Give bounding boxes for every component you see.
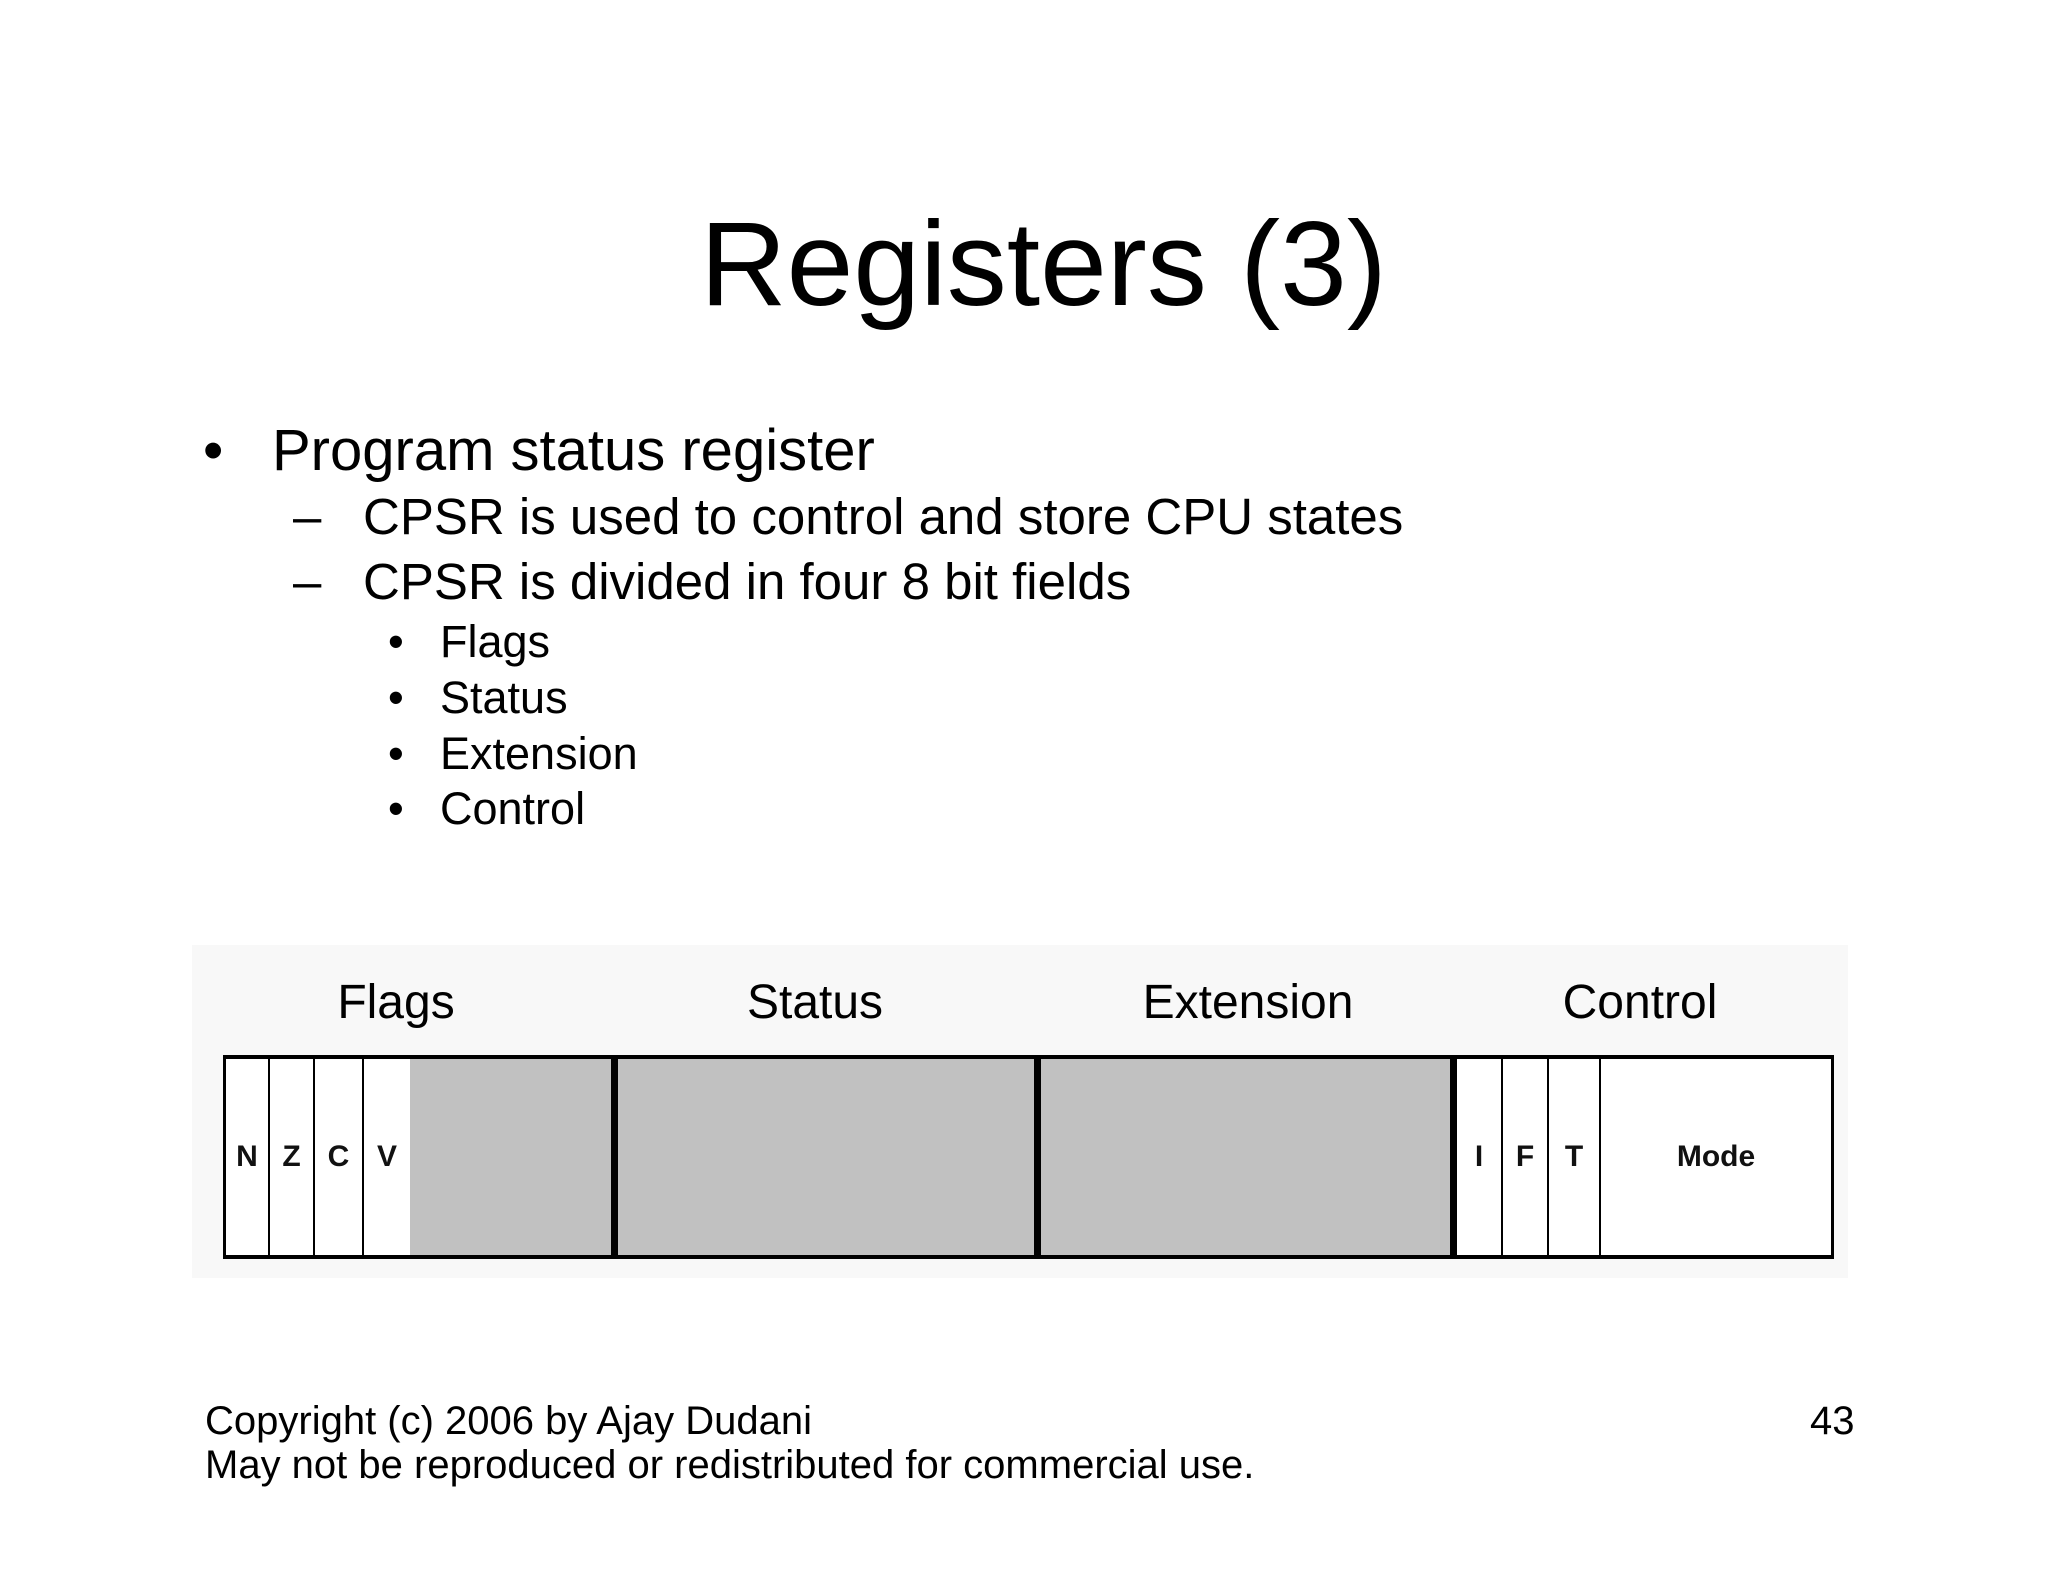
field-label-control: Control [1562, 976, 1718, 1029]
bullet-glyph: • [388, 728, 404, 779]
field-label-status: Status [746, 976, 884, 1029]
byte-divider [1450, 1057, 1457, 1257]
cell-separator [313, 1059, 315, 1255]
bullet-level2-1: CPSR is used to control and store CPU st… [363, 488, 1404, 545]
bullet-glyph: • [203, 418, 224, 483]
mode-cell: Mode [1676, 1140, 1756, 1173]
footer-copyright-line1: Copyright (c) 2006 by Ajay Dudani [205, 1399, 812, 1443]
cell-separator [362, 1059, 364, 1255]
bit-cell-t: T [1564, 1140, 1584, 1173]
dash-glyph: – [293, 553, 322, 610]
bullet-level3-4: Control [440, 783, 586, 834]
bullet-level3-1: Flags [440, 616, 551, 667]
page-title: Registers (3) [700, 197, 1387, 331]
bit-cell-v: V [376, 1140, 397, 1173]
field-label-extension: Extension [1142, 976, 1354, 1029]
page-number: 43 [1810, 1399, 1855, 1443]
register-box: N Z C V I F T Mode [223, 1055, 1834, 1259]
gray-block-flags [410, 1059, 611, 1255]
bullet-glyph: • [388, 783, 404, 834]
field-label-flags: Flags [337, 976, 455, 1029]
gray-block-status [618, 1059, 1034, 1255]
bullet-glyph: • [388, 616, 404, 667]
bullet-glyph: • [388, 672, 404, 723]
bit-cell-c: C [327, 1140, 350, 1173]
bit-cell-i: I [1474, 1140, 1484, 1173]
footer-copyright-line2: May not be reproduced or redistributed f… [205, 1443, 1255, 1487]
bit-cell-z: Z [282, 1140, 301, 1173]
cell-separator [268, 1059, 270, 1255]
cell-separator [1599, 1059, 1601, 1255]
gray-block-extension [1041, 1059, 1450, 1255]
cell-separator [1501, 1059, 1503, 1255]
bit-cell-n: N [236, 1140, 258, 1173]
byte-divider [1034, 1057, 1041, 1257]
bullet-level3-3: Extension [440, 728, 638, 779]
bullet-level2-2: CPSR is divided in four 8 bit fields [363, 553, 1132, 610]
dash-glyph: – [293, 488, 322, 545]
cell-separator [1547, 1059, 1549, 1255]
bullet-level3-2: Status [440, 672, 568, 723]
byte-divider [611, 1057, 618, 1257]
bullet-level1: Program status register [272, 418, 875, 483]
bit-cell-f: F [1515, 1140, 1535, 1173]
